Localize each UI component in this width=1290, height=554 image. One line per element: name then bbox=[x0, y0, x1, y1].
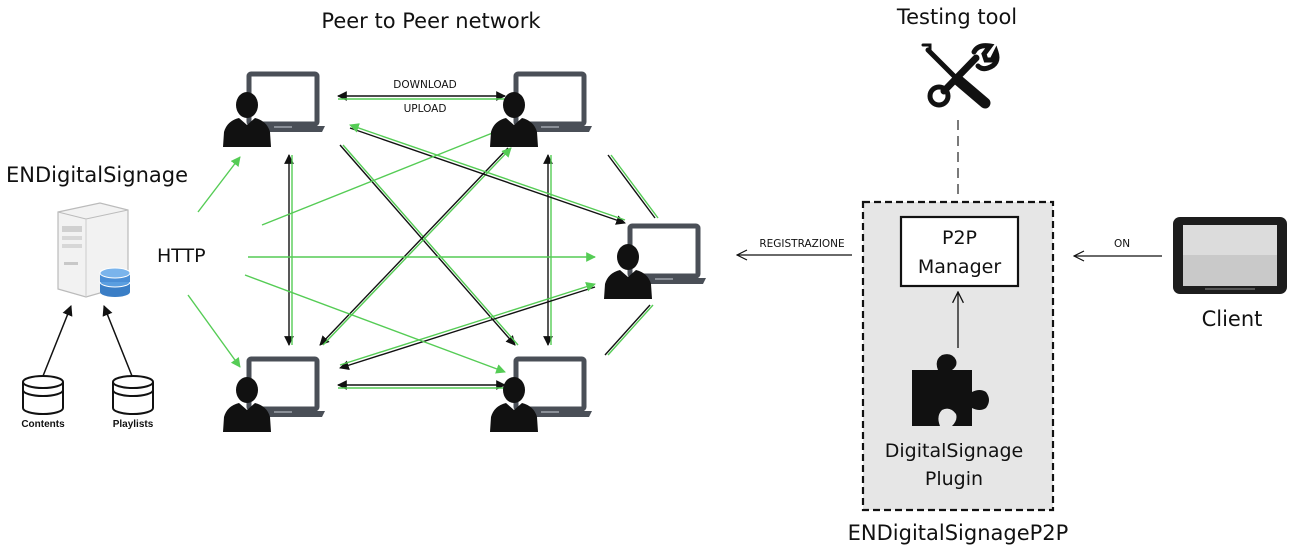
laptop-user-icon bbox=[223, 359, 325, 432]
playlists-label: Playlists bbox=[113, 419, 154, 430]
testing-tool-title: Testing tool bbox=[896, 5, 1017, 29]
contents-label: Contents bbox=[21, 419, 65, 430]
module-title: ENDigitalSignageP2P bbox=[848, 521, 1069, 545]
laptop-user-icon bbox=[604, 226, 706, 299]
http-label: HTTP bbox=[157, 245, 206, 267]
plugin-line2: Plugin bbox=[925, 468, 983, 490]
p2p-network-title: Peer to Peer network bbox=[321, 9, 541, 33]
laptop-user-icon bbox=[490, 74, 592, 147]
server-title: ENDigitalSignage bbox=[6, 163, 188, 187]
laptop-user-icon bbox=[223, 74, 325, 147]
download-label: DOWNLOAD bbox=[393, 79, 456, 91]
client-label: Client bbox=[1202, 307, 1263, 331]
tablet-icon bbox=[1173, 217, 1287, 294]
upload-label: UPLOAD bbox=[404, 103, 447, 115]
tools-icon bbox=[921, 43, 1000, 109]
puzzle-icon bbox=[912, 354, 989, 426]
p2p-manager-box bbox=[899, 215, 1020, 288]
p2p-manager-line1: P2P bbox=[942, 227, 977, 249]
registration-label: REGISTRAZIONE bbox=[759, 238, 844, 250]
on-label: ON bbox=[1114, 238, 1130, 250]
p2p-links bbox=[187, 91, 659, 390]
plugin-line1: DigitalSignage bbox=[885, 440, 1023, 462]
database-icon bbox=[99, 267, 131, 297]
laptop-user-icon bbox=[490, 359, 592, 432]
playlists-database-icon bbox=[112, 375, 154, 415]
contents-database-icon bbox=[22, 375, 64, 415]
p2p-manager-line2: Manager bbox=[918, 256, 1001, 278]
